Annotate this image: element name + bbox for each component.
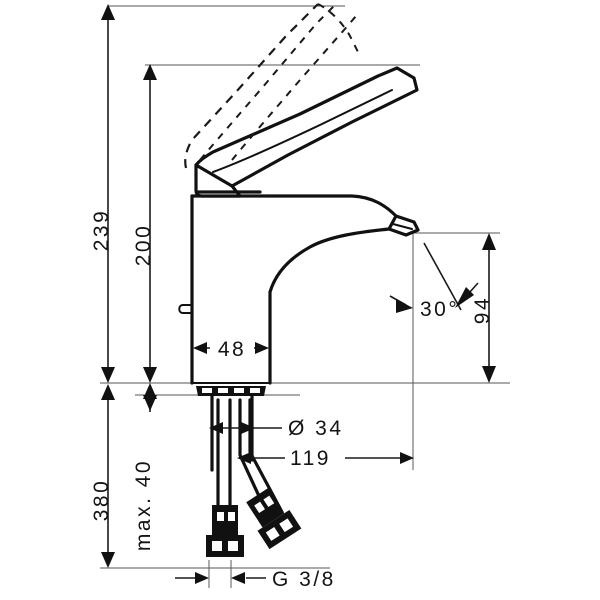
aerator-inner-line [392, 223, 413, 230]
spout-top-curve [266, 194, 398, 218]
aerator-outlet [387, 214, 420, 237]
arrow-left-119 [237, 452, 251, 464]
arrow-down-239 [101, 367, 115, 383]
dimension-239: 239 [90, 4, 115, 383]
dimension-label-94: 94 [471, 296, 494, 324]
lever-raised-tip [317, 3, 359, 53]
dimension-30-degrees: 30° [389, 242, 479, 321]
arrow-left-dia34 [209, 422, 223, 434]
arrow-right-48 [255, 342, 269, 354]
dimension-119: 119 [237, 447, 414, 470]
dimension-94: 94 [471, 233, 496, 383]
dimension-label-200: 200 [132, 224, 155, 267]
dimension-label-30-degrees: 30° [420, 298, 459, 321]
mixer-body-assembly [178, 194, 420, 385]
angle-leader-line [423, 242, 462, 311]
fitting-left [206, 505, 244, 557]
arrow-down-200 [143, 367, 157, 383]
dimension-label-max40: max. 40 [132, 459, 155, 551]
arrow-up-380 [101, 384, 115, 400]
lever-handle [194, 66, 419, 198]
spout-lower-curve [268, 227, 391, 385]
arrow-right-119 [400, 452, 414, 464]
dimension-label-380: 380 [90, 479, 113, 522]
arrow-down-380 [101, 552, 115, 568]
dimension-380: 380 [90, 384, 115, 568]
arrow-left-48 [193, 342, 207, 354]
arrow-right-g38 [195, 572, 209, 584]
arrow-angle-right [455, 287, 474, 308]
popup-lever-tab [178, 304, 193, 314]
mounting-plate [196, 386, 266, 396]
arrow-right-dia34 [241, 422, 255, 434]
lever-raised-outline-left [184, 3, 319, 169]
dimension-thread-g38: G 3/8 [175, 560, 336, 591]
lever-handle-base [194, 163, 242, 198]
dimension-max40: max. 40 [132, 383, 157, 551]
extension-lines [100, 5, 510, 569]
dimension-label-thread: G 3/8 [272, 568, 336, 591]
lever-handle-crease [212, 89, 393, 173]
arrow-left-g38 [231, 572, 245, 584]
dimension-diameter-34: Ø 34 [209, 417, 344, 440]
dimension-48: 48 [193, 336, 269, 361]
below-deck-assembly [196, 386, 302, 557]
lever-handle-raised-dashed [184, 3, 359, 169]
arrow-up-94 [482, 233, 496, 250]
dimension-200: 200 [132, 64, 157, 383]
dimension-label-diameter-34: Ø 34 [288, 417, 344, 440]
dimension-label-119: 119 [290, 447, 331, 470]
dimension-label-239: 239 [90, 209, 113, 252]
arrow-angle-left [396, 299, 413, 313]
fitting-right [246, 488, 302, 550]
lever-raised-outline-right [231, 15, 357, 161]
arrow-down-94 [482, 366, 496, 383]
arrow-down-max40 [143, 395, 157, 411]
hose-right-inner [248, 398, 284, 514]
arrow-up-239 [101, 4, 115, 20]
dimension-label-48: 48 [218, 338, 246, 361]
arrow-up-200 [143, 64, 157, 80]
